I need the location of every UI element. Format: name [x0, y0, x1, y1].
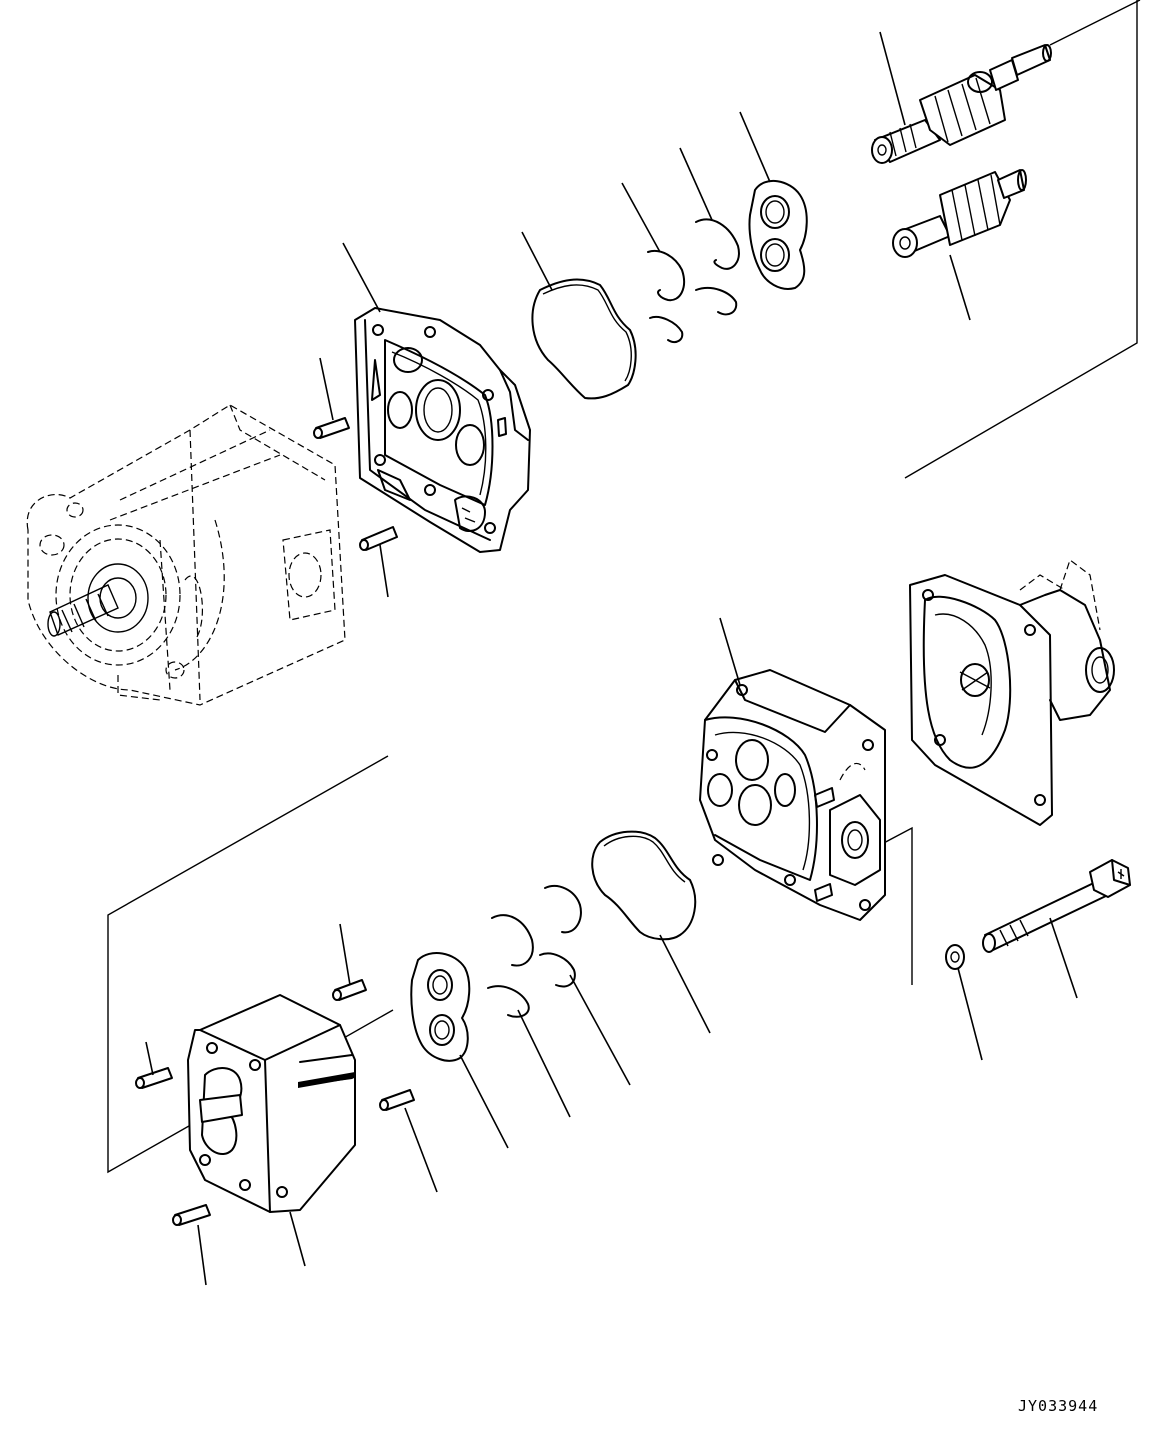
lower-o-ring	[591, 830, 697, 941]
upper-dowel-pins	[313, 417, 398, 551]
leader-lines	[145, 31, 1078, 1286]
upper-drive-gear	[871, 44, 1052, 164]
lower-side-plate	[410, 952, 471, 1062]
lower-dowel-pins	[135, 979, 415, 1226]
pump-body-dashed	[26, 404, 346, 706]
upper-side-plate	[748, 180, 808, 290]
upper-driven-gear	[892, 169, 1027, 258]
upper-assembly-frame	[904, 0, 1141, 479]
lower-backup-seals	[487, 885, 582, 1018]
bolt	[982, 859, 1131, 953]
lower-main-housing	[699, 669, 886, 921]
drawing-code-label: JY033944	[1018, 1397, 1099, 1415]
rear-housing	[909, 559, 1115, 826]
upper-backup-seals	[647, 218, 740, 343]
upper-o-ring	[531, 278, 637, 400]
upper-cover-plate	[354, 307, 531, 553]
washer	[945, 944, 965, 970]
drive-shaft-spline	[47, 563, 149, 637]
lower-gear-case	[187, 994, 356, 1213]
